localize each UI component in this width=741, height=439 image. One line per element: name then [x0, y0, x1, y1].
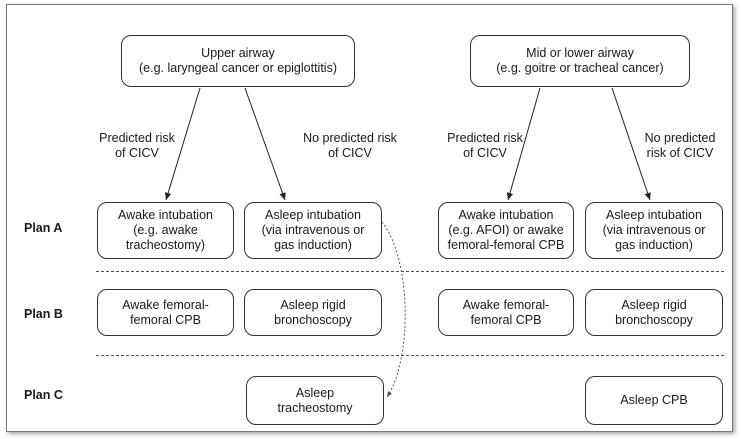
- plan-b-upper-awake-box: Awake femoral- femoral CPB: [97, 289, 234, 336]
- plan-a-upper-awake-box: Awake intubation (e.g. awake tracheostom…: [97, 202, 234, 259]
- plan-a-lower-asleep-box: Asleep intubation (via intravenous or ga…: [585, 202, 723, 259]
- box-text: Awake intubation: [458, 208, 554, 222]
- box-text: Asleep rigid: [280, 297, 346, 312]
- box-text: Asleep rigid: [621, 297, 687, 312]
- box-text: (via intravenous or: [261, 223, 365, 237]
- box-text: Awake femoral-: [462, 297, 550, 312]
- box-text: femoral CPB: [130, 312, 201, 327]
- dotted-arrow-asleep-to-tracheostomy: [381, 221, 406, 398]
- plan-a-label: Plan A: [24, 221, 63, 235]
- branch-text: of CICV: [463, 146, 507, 160]
- branch-label-lower-not-predicted: No predicted risk of CICV: [630, 131, 730, 161]
- plan-b-label: Plan B: [24, 307, 63, 321]
- branch-text: of CICV: [328, 146, 372, 160]
- box-text: Awake femoral-: [122, 297, 209, 312]
- plan-b-lower-asleep-box: Asleep rigid bronchoscopy: [585, 289, 723, 336]
- plan-b-upper-asleep-box: Asleep rigid bronchoscopy: [244, 289, 382, 336]
- box-text: Asleep CPB: [620, 393, 688, 407]
- box-text: bronchoscopy: [274, 312, 352, 327]
- box-text: Asleep intubation: [606, 208, 702, 222]
- plan-a-b-divider: [96, 271, 724, 272]
- box-text: Awake intubation: [118, 208, 213, 222]
- box-text: (e.g. AFOI) or awake: [448, 223, 564, 237]
- box-text: bronchoscopy: [615, 312, 693, 327]
- plan-c-lower-cpb-box: Asleep CPB: [585, 376, 723, 425]
- branch-label-upper-not-predicted: No predicted risk of CICV: [290, 131, 410, 161]
- lower-airway-example: (e.g. goitre or tracheal cancer): [496, 61, 664, 75]
- lower-airway-title: Mid or lower airway: [526, 46, 634, 60]
- box-text: gas induction): [274, 238, 352, 252]
- branch-label-upper-predicted: Predicted risk of CICV: [82, 131, 192, 161]
- plan-b-c-divider: [96, 355, 724, 356]
- plan-c-label: Plan C: [24, 388, 63, 402]
- lower-airway-box: Mid or lower airway (e.g. goitre or trac…: [470, 35, 690, 87]
- arrow-lower-to-asleep: [611, 87, 651, 201]
- box-text: Asleep intubation: [265, 208, 361, 222]
- branch-label-lower-predicted: Predicted risk of CICV: [430, 131, 540, 161]
- upper-airway-title: Upper airway: [201, 46, 275, 60]
- arrow-upper-to-awake: [165, 87, 201, 201]
- box-text: tracheostomy): [125, 238, 206, 252]
- box-text: femoral-femoral CPB: [447, 238, 565, 252]
- plan-a-lower-awake-box: Awake intubation (e.g. AFOI) or awake fe…: [438, 202, 574, 259]
- branch-text: Predicted risk: [447, 131, 523, 145]
- box-text: femoral CPB: [470, 312, 542, 327]
- figure-frame: [6, 4, 733, 432]
- box-text: tracheostomy: [277, 400, 353, 415]
- arrow-lower-to-awake: [506, 87, 541, 201]
- branch-text: Predicted risk: [99, 131, 175, 145]
- plan-b-lower-awake-box: Awake femoral- femoral CPB: [438, 289, 574, 336]
- branch-text: No predicted: [644, 131, 716, 145]
- branch-text: of CICV: [115, 146, 159, 160]
- branch-text: risk of CICV: [646, 146, 714, 160]
- plan-c-upper-tracheostomy-box: Asleep tracheostomy: [246, 376, 384, 425]
- plan-a-upper-asleep-box: Asleep intubation (via intravenous or ga…: [244, 202, 382, 259]
- box-text: (via intravenous or: [602, 223, 706, 237]
- arrow-upper-to-asleep: [244, 87, 286, 201]
- box-text: Asleep: [295, 385, 335, 400]
- upper-airway-example: (e.g. laryngeal cancer or epiglottitis): [138, 61, 337, 75]
- box-text: gas induction): [615, 238, 693, 252]
- upper-airway-box: Upper airway (e.g. laryngeal cancer or e…: [121, 35, 355, 87]
- box-text: (e.g. awake: [133, 223, 198, 237]
- branch-text: No predicted risk: [303, 131, 397, 145]
